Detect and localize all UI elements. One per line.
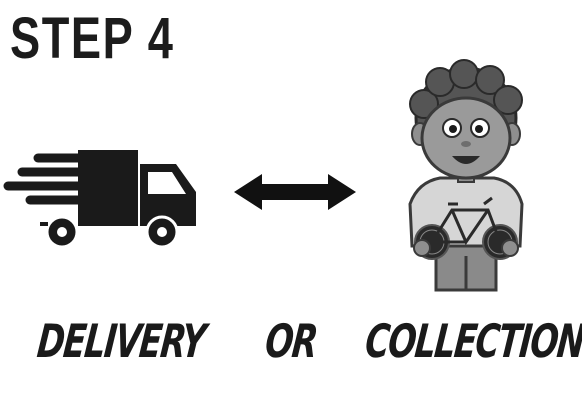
double-arrow-icon — [234, 174, 356, 210]
delivery-label: DELIVERY — [34, 314, 208, 368]
step-title: STEP 4 — [10, 6, 175, 71]
collection-label: COLLECTION — [362, 314, 582, 368]
delivery-truck-icon — [3, 150, 196, 249]
person-with-bicycle-illustration — [408, 59, 524, 292]
or-label: OR — [262, 314, 320, 368]
